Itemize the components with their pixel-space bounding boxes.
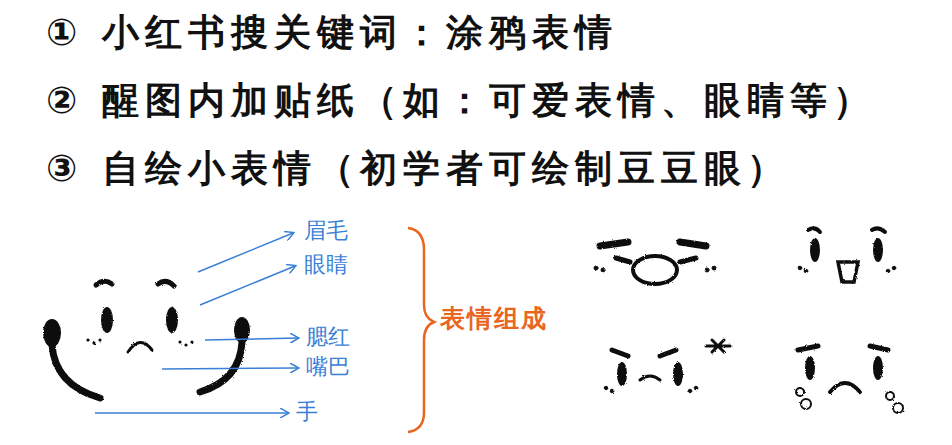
part-label: 腮红 [306,324,350,349]
bracket [408,228,434,432]
leader-arrows [95,233,298,413]
group-label: 表情组成 [440,305,548,334]
part-label: 手 [296,399,318,424]
part-label: 眼睛 [304,252,348,277]
step-line: ② 醒图内加贴纸（如：可爱表情、眼睛等） [46,80,876,123]
step-line: ③ 自绘小表情（初学者可绘制豆豆眼） [46,148,790,191]
example-faces [594,228,903,413]
part-label: 嘴巴 [306,354,350,379]
part-label: 眉毛 [304,218,348,243]
step-line: ① 小红书搜关键词：涂鸦表情 [46,12,618,55]
